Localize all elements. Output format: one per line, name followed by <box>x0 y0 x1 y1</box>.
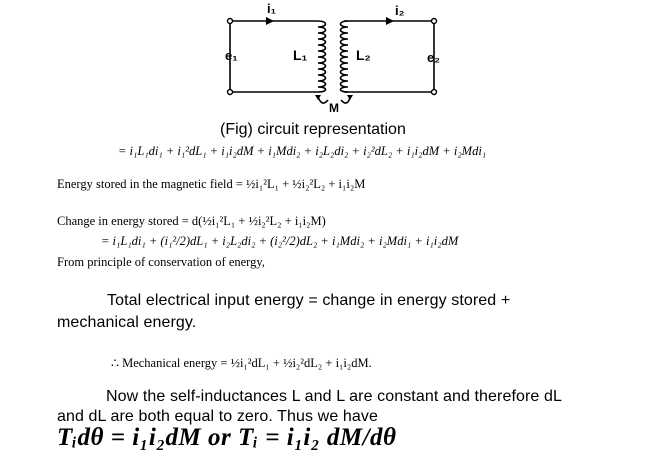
mechanical-energy-line: ∴ Mechanical energy = ½i₁²dL₁ + ½i₂²dL₂ … <box>111 356 372 370</box>
energy-stored-line: Energy stored in the magnetic field = ½i… <box>57 177 366 191</box>
mutual-arrow-left <box>317 96 329 104</box>
change-energy-line2: = i₁L₁di₁ + (i₁²/2)dL₁ + i₂L₂di₂ + (i₂²/… <box>101 234 459 248</box>
label-mutual: M <box>329 101 339 115</box>
label-current-right: i₂ <box>395 3 405 18</box>
right-inductor-coil <box>339 20 349 93</box>
total-energy-line1: Total electrical input energy = change i… <box>107 292 511 309</box>
current-arrow-left <box>266 17 274 25</box>
conservation-line: From principle of conservation of energy… <box>57 255 265 269</box>
total-energy-line2: mechanical energy. <box>57 314 197 331</box>
change-energy-line1: Change in energy stored = d(½i₁²L₁ + ½i₂… <box>57 214 326 228</box>
label-emf-right: e₂ <box>427 50 440 65</box>
self-inductance-line2: and dL are both equal to zero. Thus we h… <box>57 408 378 425</box>
torque-equation: Tᵢdθ = i₁i₂dM or Tᵢ = i₁i₂ dM/dθ <box>57 424 397 451</box>
current-arrow-right <box>386 17 394 25</box>
circuit-diagram: i₁ i₂ e₁ e₂ L₁ L₂ M <box>225 1 440 115</box>
label-inductor-right: L₂ <box>356 47 371 63</box>
left-inductor-coil <box>317 20 327 93</box>
label-current-left: i₁ <box>267 1 276 16</box>
mutual-arrow-right <box>340 96 351 104</box>
equation-expanded: = i₁L₁di₁ + i₁²dL₁ + i₁i₂dM + i₁Mdi₂ + i… <box>118 144 487 158</box>
terminal-left-bottom <box>226 88 234 96</box>
terminal-left-top <box>226 17 234 25</box>
figure-caption: (Fig) circuit representation <box>220 121 406 138</box>
terminal-right-top <box>430 17 438 25</box>
terminal-right-bottom <box>430 88 438 96</box>
label-inductor-left: L₁ <box>293 47 308 63</box>
label-emf-left: e₁ <box>225 48 238 63</box>
self-inductance-line1: Now the self-inductances L and L are con… <box>106 388 562 405</box>
